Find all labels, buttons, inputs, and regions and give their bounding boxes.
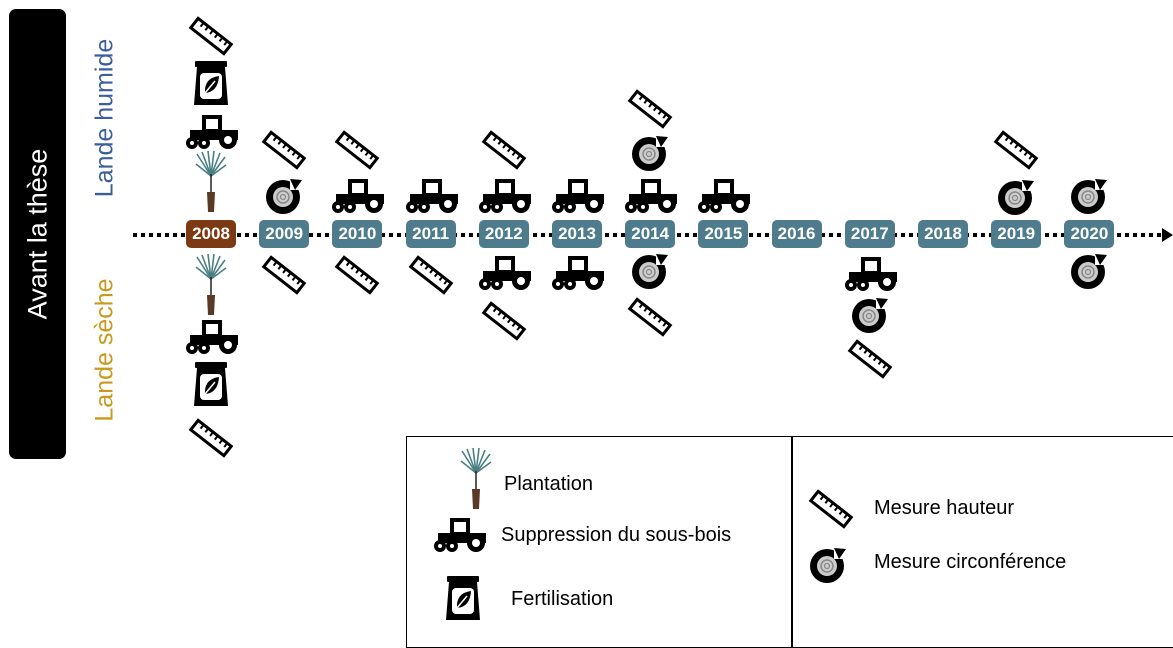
seche-2012-ruler-icon [481,301,527,346]
humide-2019-tree-ring-icon [996,177,1036,222]
seche-2017-ruler-icon [847,339,893,384]
legend-box: Plantation Suppression du sous-bois Fert… [406,436,1173,648]
year-label-2008: 2008 [186,220,236,248]
humide-2010-ruler-icon [334,130,380,175]
seche-2017-tree-ring-icon [850,295,890,340]
seche-2011-ruler-icon [408,255,454,300]
year-label-2014: 2014 [625,220,676,248]
seche-2013-tractor-icon [548,254,606,297]
humide-2012-tractor-icon [475,177,533,220]
legend-seedling-icon [459,447,493,516]
humide-2020-tree-ring-icon [1069,176,1109,221]
side-title-bar: Avant la thèse [9,9,66,459]
legend-ruler-icon [808,489,854,534]
humide-2014-tractor-icon [621,177,679,220]
humide-2014-ruler-icon [627,89,673,134]
humide-2011-tractor-icon [402,177,460,220]
humide-2015-tractor-icon [694,177,752,220]
humide-2010-tractor-icon [328,177,386,220]
humide-2008-ruler-icon [188,16,234,61]
legend-plantation: Plantation [504,473,593,495]
year-label-2010: 2010 [332,220,383,248]
year-label-2019: 2019 [991,220,1042,248]
humide-2009-tree-ring-icon [264,176,304,221]
legend-fertilisation: Fertilisation [511,588,614,610]
legend-fertilizer-bag-icon [443,574,483,629]
seche-2008-ruler-icon [188,418,234,463]
legend-divider [791,437,793,647]
humide-2012-ruler-icon [481,130,527,175]
seche-2014-ruler-icon [627,297,673,342]
legend-circonference: Mesure circonférence [874,551,1067,573]
year-label-2013: 2013 [552,220,602,248]
seche-2008-tractor-icon [182,318,240,361]
year-label-2012: 2012 [478,220,529,248]
year-label-2011: 2011 [405,220,456,248]
seche-2009-ruler-icon [261,255,307,300]
timeline-arrow-icon [1162,228,1173,242]
year-label-2016: 2016 [771,220,822,248]
year-label-2020: 2020 [1064,220,1115,248]
humide-2008-tractor-icon [182,113,240,156]
seche-2012-tractor-icon [475,254,533,297]
seche-2008-seedling-icon [194,253,228,322]
legend-suppression: Suppression du sous-bois [501,524,732,546]
humide-2019-ruler-icon [993,130,1039,175]
seche-2008-fertilizer-bag-icon [191,360,231,415]
legend-tractor-icon [430,516,488,559]
humide-2008-fertilizer-bag-icon [191,59,231,114]
humide-2008-seedling-icon [194,150,228,219]
seche-2017-tractor-icon [841,255,899,298]
year-label-2015: 2015 [698,220,749,248]
humide-2013-tractor-icon [548,177,606,220]
year-label-2009: 2009 [259,220,310,248]
year-label-2018: 2018 [918,220,968,248]
seche-2014-tree-ring-icon [630,251,670,296]
humide-2009-ruler-icon [261,130,307,175]
year-label-2017: 2017 [844,220,895,248]
legend-tree-ring-icon [808,545,848,590]
legend-hauteur: Mesure hauteur [874,497,1015,519]
seche-2010-ruler-icon [334,255,380,300]
humide-2014-tree-ring-icon [630,133,670,178]
seche-2020-tree-ring-icon [1069,251,1109,296]
